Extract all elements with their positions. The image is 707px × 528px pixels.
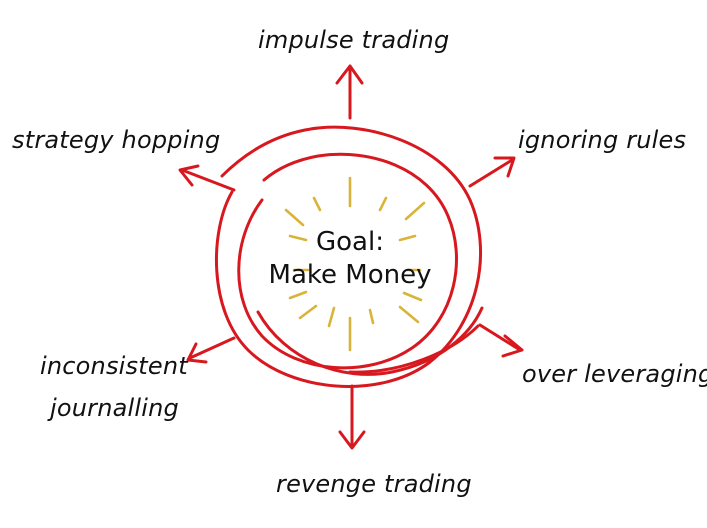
cycle-loops	[214, 125, 484, 388]
label-over-leveraging: over leveraging	[522, 360, 707, 388]
label-inconsistent: inconsistent	[40, 352, 188, 380]
label-journalling: journalling	[50, 394, 179, 422]
label-impulse-trading: impulse trading	[258, 26, 450, 54]
sunburst-rays	[284, 176, 426, 352]
label-strategy-hopping: strategy hopping	[12, 126, 221, 154]
arrow-ignoring-rules	[468, 156, 516, 188]
arrow-inconsistent-journalling	[186, 336, 236, 364]
arrow-revenge-trading	[338, 384, 366, 450]
arrows	[178, 64, 524, 450]
outer-loop	[214, 125, 482, 388]
goal-text: Goal: Make Money	[262, 226, 438, 291]
arrow-strategy-hopping	[178, 164, 236, 192]
label-revenge-trading: revenge trading	[276, 470, 472, 498]
goal-line-1: Goal:	[316, 227, 384, 257]
goal-line-2: Make Money	[268, 259, 432, 290]
inner-loop-bottom	[256, 306, 484, 376]
lower-sweep	[348, 324, 480, 374]
arrow-impulse-trading	[335, 64, 364, 120]
middle-loop	[237, 152, 458, 370]
arrow-over-leveraging	[478, 323, 524, 358]
label-ignoring-rules: ignoring rules	[518, 126, 687, 154]
